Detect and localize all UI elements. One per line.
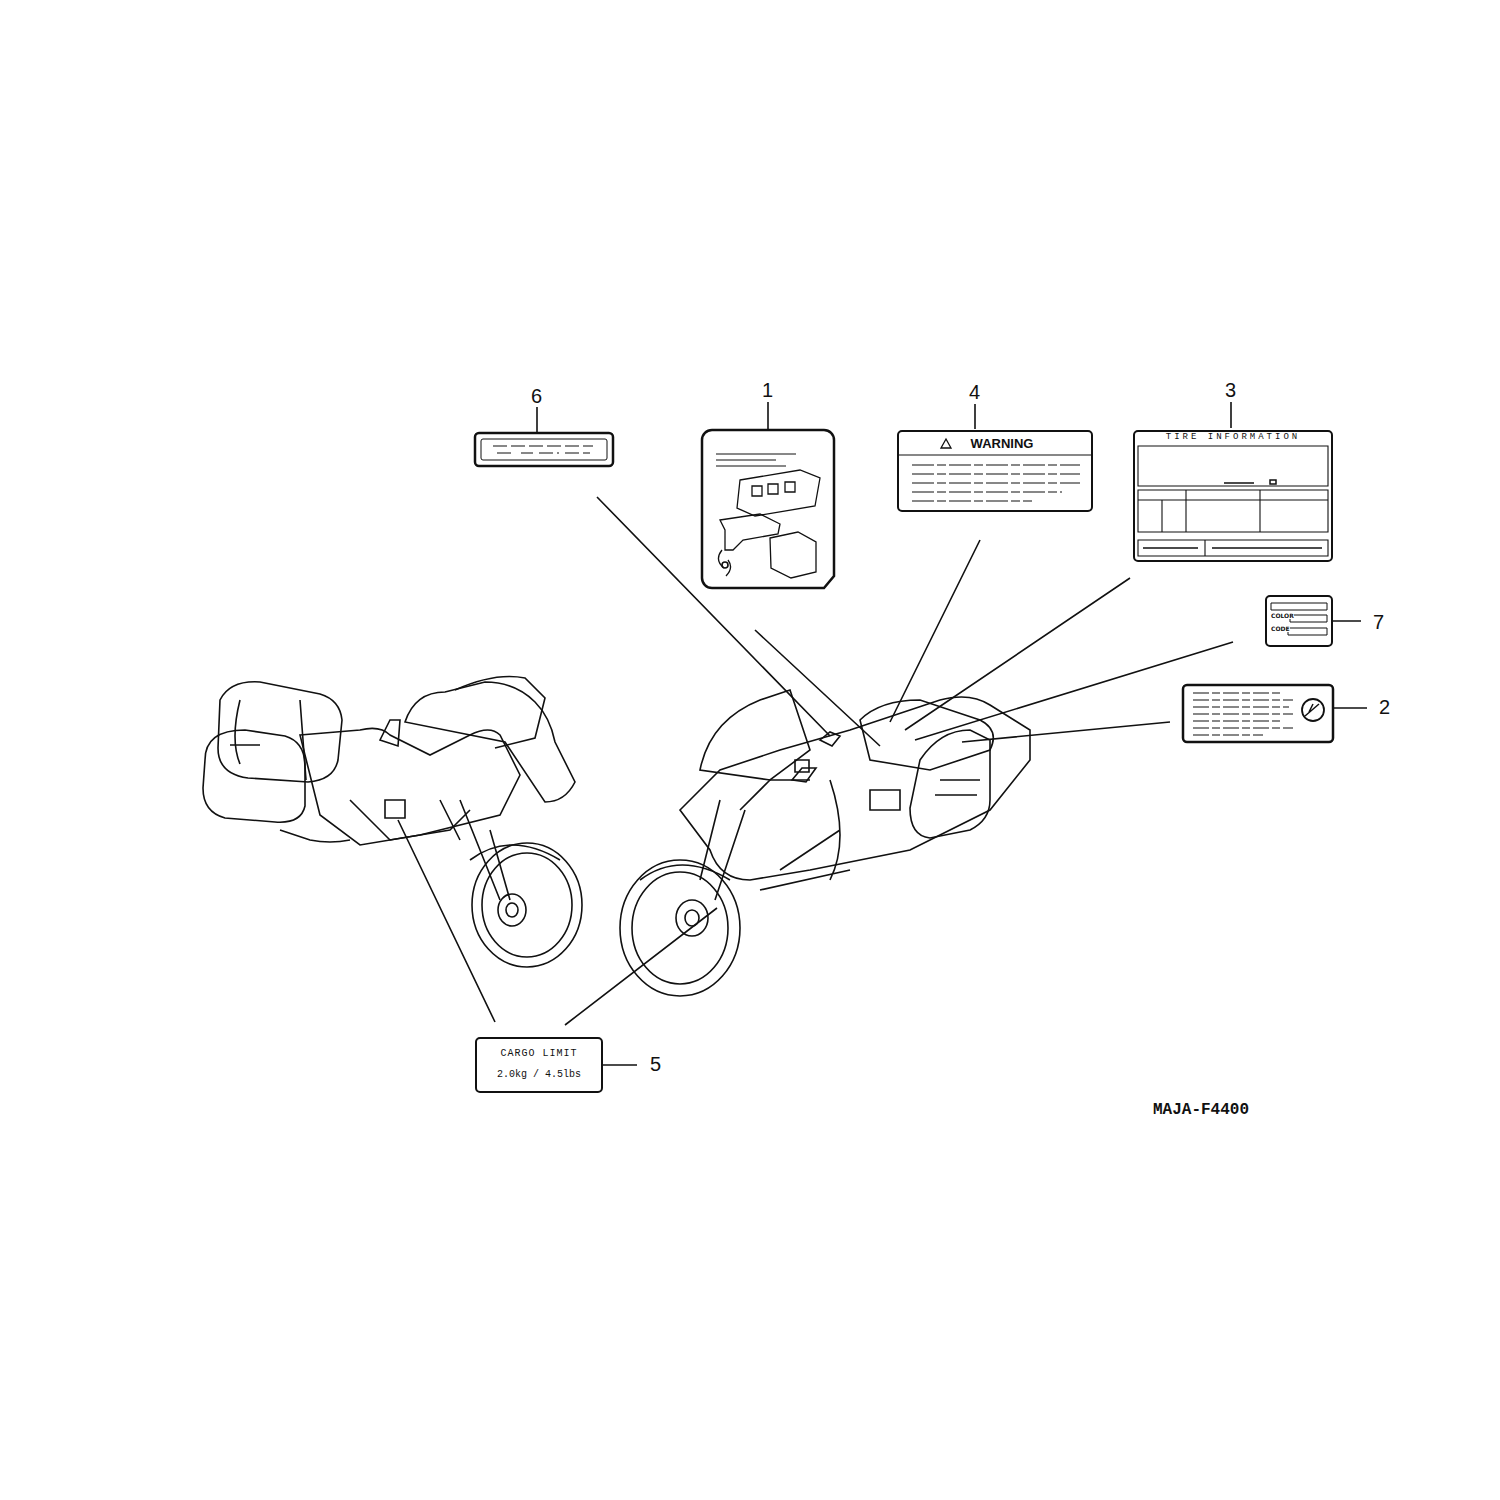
decal-text: CODE [1271,625,1290,632]
callout-number: 5 [650,1053,661,1076]
callout-number: 7 [1373,611,1384,634]
callout-number: 1 [762,379,773,402]
callout-number: 4 [969,381,980,404]
drawing-code: MAJA-F4400 [1153,1101,1249,1119]
decal-label: COLOR CODE [1265,595,1333,647]
decal-text: WARNING [957,436,1034,451]
decal-text: COLOR [1271,612,1294,619]
callout-number: 6 [531,385,542,408]
decal-text: TIRE INFORMATION [1166,432,1300,442]
decal-text: CARGO LIMIT [500,1048,577,1059]
decal-label: TIRE INFORMATION [1133,430,1333,562]
decal-label: CARGO LIMIT 2.0kg / 4.5lbs [475,1037,603,1093]
callout-number: 2 [1379,696,1390,719]
callout-number: 3 [1225,379,1236,402]
decal-text: 2.0kg / 4.5lbs [497,1069,581,1080]
decal-label: WARNING [897,430,1093,512]
